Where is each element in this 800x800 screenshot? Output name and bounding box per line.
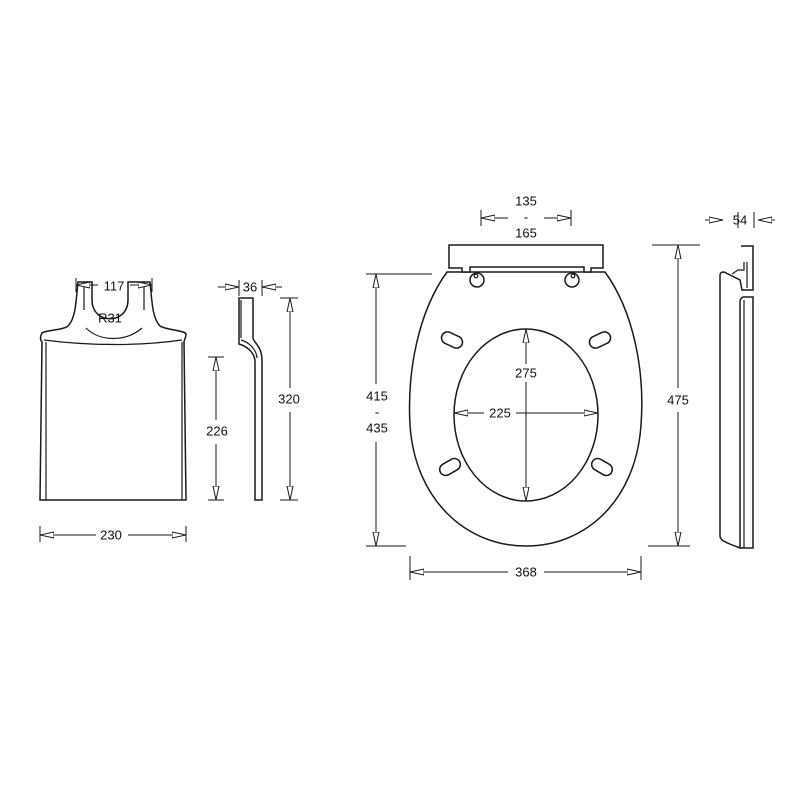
dim-label-lower-height: 226 (206, 423, 228, 438)
dim-label-sep: - (375, 404, 379, 419)
dim-label-seat-thickness: 54 (733, 212, 747, 227)
dim-label-seat-width: 368 (515, 564, 537, 579)
dim-label-hinge-max: 165 (515, 225, 537, 240)
hinge-bar (448, 244, 604, 273)
dim-label-lid-thickness: 36 (243, 279, 257, 294)
lid-front-view: 117 R31 230 (39, 278, 187, 542)
hinge-hole-left (469, 272, 485, 288)
bumper-slot (438, 457, 462, 477)
dim-label-notch-radius: R31 (98, 310, 122, 325)
dim-label-lid-height: 320 (278, 391, 300, 406)
seat-side-outline (719, 245, 754, 549)
dim-label-top-width: 117 (104, 278, 125, 293)
seat-side-inner (731, 262, 748, 548)
dim-label-opening-length: 275 (515, 365, 537, 380)
lid-inner-edge (43, 339, 183, 500)
hinge-pin-right (570, 273, 576, 279)
dim-label-lid-width: 230 (100, 527, 122, 542)
lid-side-inner (240, 300, 258, 359)
dim-label-overall-length: 475 (667, 392, 689, 407)
bumper-slot (590, 457, 614, 477)
dim-label-hinge-min: 135 (515, 193, 537, 208)
dim-label-sep: - (524, 209, 528, 224)
dim-label-opening-width: 225 (489, 405, 511, 420)
seat-front-view: 135 - 165 415 - 435 275 225 475 368 (362, 193, 700, 580)
lid-outline (39, 281, 187, 501)
dim-label-length-max: 435 (366, 420, 388, 435)
hinge-hole-right (564, 272, 580, 288)
seat-side-view: 54 (705, 212, 775, 549)
bumper-slot (588, 331, 612, 349)
lid-side-view: 36 226 320 (206, 279, 300, 501)
dim-label-length-min: 415 (366, 388, 388, 403)
lid-side-outline (238, 297, 263, 501)
bumper-slot (440, 331, 464, 349)
hinge-pin-left (473, 273, 479, 279)
